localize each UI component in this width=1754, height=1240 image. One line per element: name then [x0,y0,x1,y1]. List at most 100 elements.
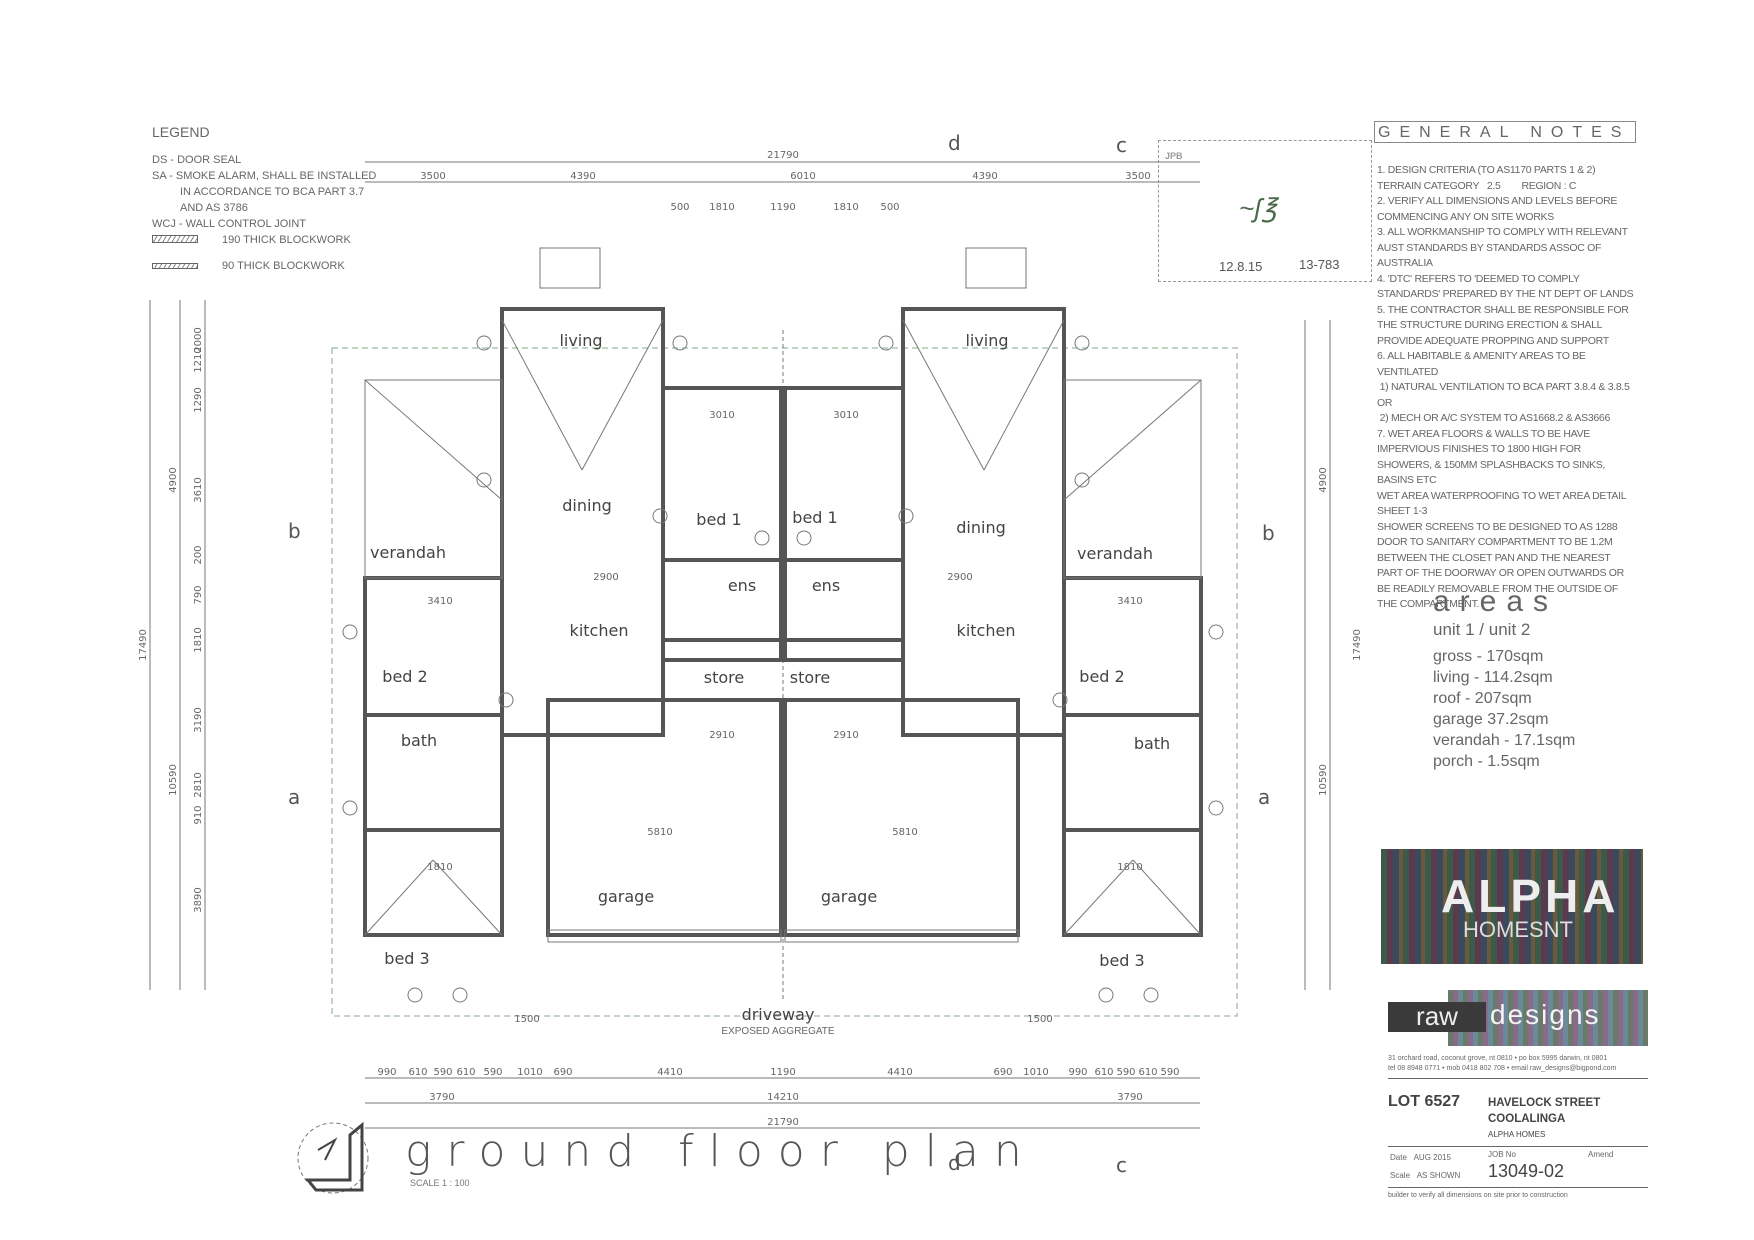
dimension-label: 1010 [1023,1067,1048,1078]
dimension-label: 5810 [892,827,917,838]
dimension-label: 1500 [514,1014,539,1025]
section-marker-b: b [1262,521,1275,545]
room-ens: ens [812,576,840,595]
dimension-label: 14210 [767,1092,799,1103]
note-line: 1) NATURAL VENTILATION TO BCA PART 3.8.4… [1377,381,1630,393]
dimension-label: 2900 [593,572,618,583]
designer-address: 31 orchard road, coconut grove, nt 0810 … [1388,1054,1648,1079]
note-line: 1. DESIGN CRITERIA (TO AS1170 PARTS 1 & … [1377,164,1596,176]
dimension-label: 3010 [709,410,734,421]
dimension-label: 3890 [193,887,204,912]
note-line: 4. 'DTC' REFERS TO 'DEEMED TO COMPLY STA… [1377,272,1634,301]
room-bed2: bed 2 [382,667,427,686]
area-item: roof - 207sqm [1433,690,1532,707]
dimension-label: 1810 [427,862,452,873]
raw-designs-logo: designs raw [1388,990,1648,1046]
drawing-title: ground floor plan [405,1126,1037,1177]
dimension-label: 5810 [647,827,672,838]
room-store: store [790,668,830,687]
room-bed1: bed 1 [792,508,837,527]
dimension-label: 590 [433,1067,452,1078]
section-marker-a: a [288,785,300,809]
dimension-label: 3610 [193,477,204,502]
note-line: OR [1377,396,1393,409]
note-line: SHOWER SCREENS TO BE DESIGNED TO AS 1288 [1377,520,1618,533]
room-verandah: verandah [370,543,446,562]
note-line: DOOR TO SANITARY COMPARTMENT TO BE 1.2M … [1377,536,1627,610]
dimension-label: 2910 [833,730,858,741]
dimension-label: 1810 [833,202,858,213]
dimension-label: 3410 [427,596,452,607]
dimension-label: 690 [993,1067,1012,1078]
dimension-label: 21790 [767,1117,799,1128]
dimension-label: 3790 [1117,1092,1142,1103]
legend-item: SA - SMOKE ALARM, SHALL BE INSTALLED IN … [152,170,377,214]
room-bed1: bed 1 [696,510,741,529]
room-living: living [559,331,602,350]
section-marker-d: d [948,131,961,155]
dimension-label: 4410 [887,1067,912,1078]
section-marker-a: a [1258,785,1270,809]
dimension-label: 1500 [1027,1014,1052,1025]
dimension-label: 500 [880,202,899,213]
dimension-label: 910 [193,805,204,824]
areas-subtitle: unit 1 / unit 2 [1433,620,1531,639]
stamp-date: 12.8.15 [1219,259,1263,274]
dimension-label: 500 [670,202,689,213]
note-line: 7. WET AREA FLOORS & WALLS TO BE HAVE IM… [1377,427,1608,487]
note-line: 6. ALL HABITABLE & AMENITY AREAS TO BE V… [1377,350,1589,378]
legend-item: 190 THICK BLOCKWORK [152,232,380,248]
areas-schedule: areas unit 1 / unit 2 gross - 170sqm liv… [1433,585,1575,772]
dimension-label: 17490 [1352,629,1363,661]
dimension-label: 200 [193,545,204,564]
room-garage: garage [821,887,877,906]
note-line: 2. VERIFY ALL DIMENSIONS AND LEVELS BEFO… [1377,195,1620,223]
dimension-label: 6010 [790,171,815,182]
dimension-label: 4900 [1318,467,1329,492]
area-item: living - 114.2sqm [1433,669,1553,686]
note-line: TERRAIN CATEGORY 2.5 REGION : C [1377,179,1577,192]
legend-item: WCJ - WALL CONTROL JOINT [152,218,307,230]
legend-item: 90 THICK BLOCKWORK [152,258,380,274]
dimension-label: 1810 [193,627,204,652]
note-line: 3. ALL WORKMANSHIP TO COMPLY WITH RELEVA… [1377,226,1630,269]
dimension-label: 4900 [168,467,179,492]
dimension-label: 2810 [193,772,204,797]
dimension-label: 990 [377,1067,396,1078]
dimension-label: 2900 [947,572,972,583]
dimension-label: 1810 [1117,862,1142,873]
section-marker-c: c [1116,1153,1127,1177]
driveway-label: driveway [742,1005,815,1024]
dimension-label: 3410 [1117,596,1142,607]
drawing-scale: SCALE 1 : 100 [410,1178,470,1188]
general-notes: 1. DESIGN CRITERIA (TO AS1170 PARTS 1 & … [1377,163,1637,613]
area-item: garage 37.2sqm [1433,711,1549,728]
legend-title: LEGEND [152,124,210,140]
room-bed3: bed 3 [1099,951,1144,970]
dimension-label: 4410 [657,1067,682,1078]
dimension-label: 4390 [570,171,595,182]
room-store: store [704,668,744,687]
room-kitchen: kitchen [957,621,1016,640]
lot-number: LOT 6527 [1388,1093,1461,1110]
room-dining: dining [562,496,611,515]
dimension-label: 3500 [420,171,445,182]
dimension-label: 610 [408,1067,427,1078]
legend: LEGEND DS - DOOR SEAL SA - SMOKE ALARM, … [152,124,380,274]
dimension-label: 1190 [770,202,795,213]
room-living: living [965,331,1008,350]
builder-note: builder to verify all dimensions on site… [1388,1192,1568,1199]
certification-stamp: JPB ~ʃ℥ 12.8.15 13-783 [1158,140,1372,282]
dimension-label: 990 [1068,1067,1087,1078]
dimension-label: 590 [483,1067,502,1078]
section-marker-d: d [948,1151,961,1175]
areas-title: areas [1433,585,1559,618]
dimension-label: 1210 [193,347,204,372]
room-bath: bath [1134,734,1170,753]
dimension-label: 3190 [193,707,204,732]
room-ens: ens [728,576,756,595]
room-bed2: bed 2 [1079,667,1124,686]
general-notes-title: GENERAL NOTES [1374,121,1636,143]
note-line: 5. THE CONTRACTOR SHALL BE RESPONSIBLE F… [1377,303,1631,347]
